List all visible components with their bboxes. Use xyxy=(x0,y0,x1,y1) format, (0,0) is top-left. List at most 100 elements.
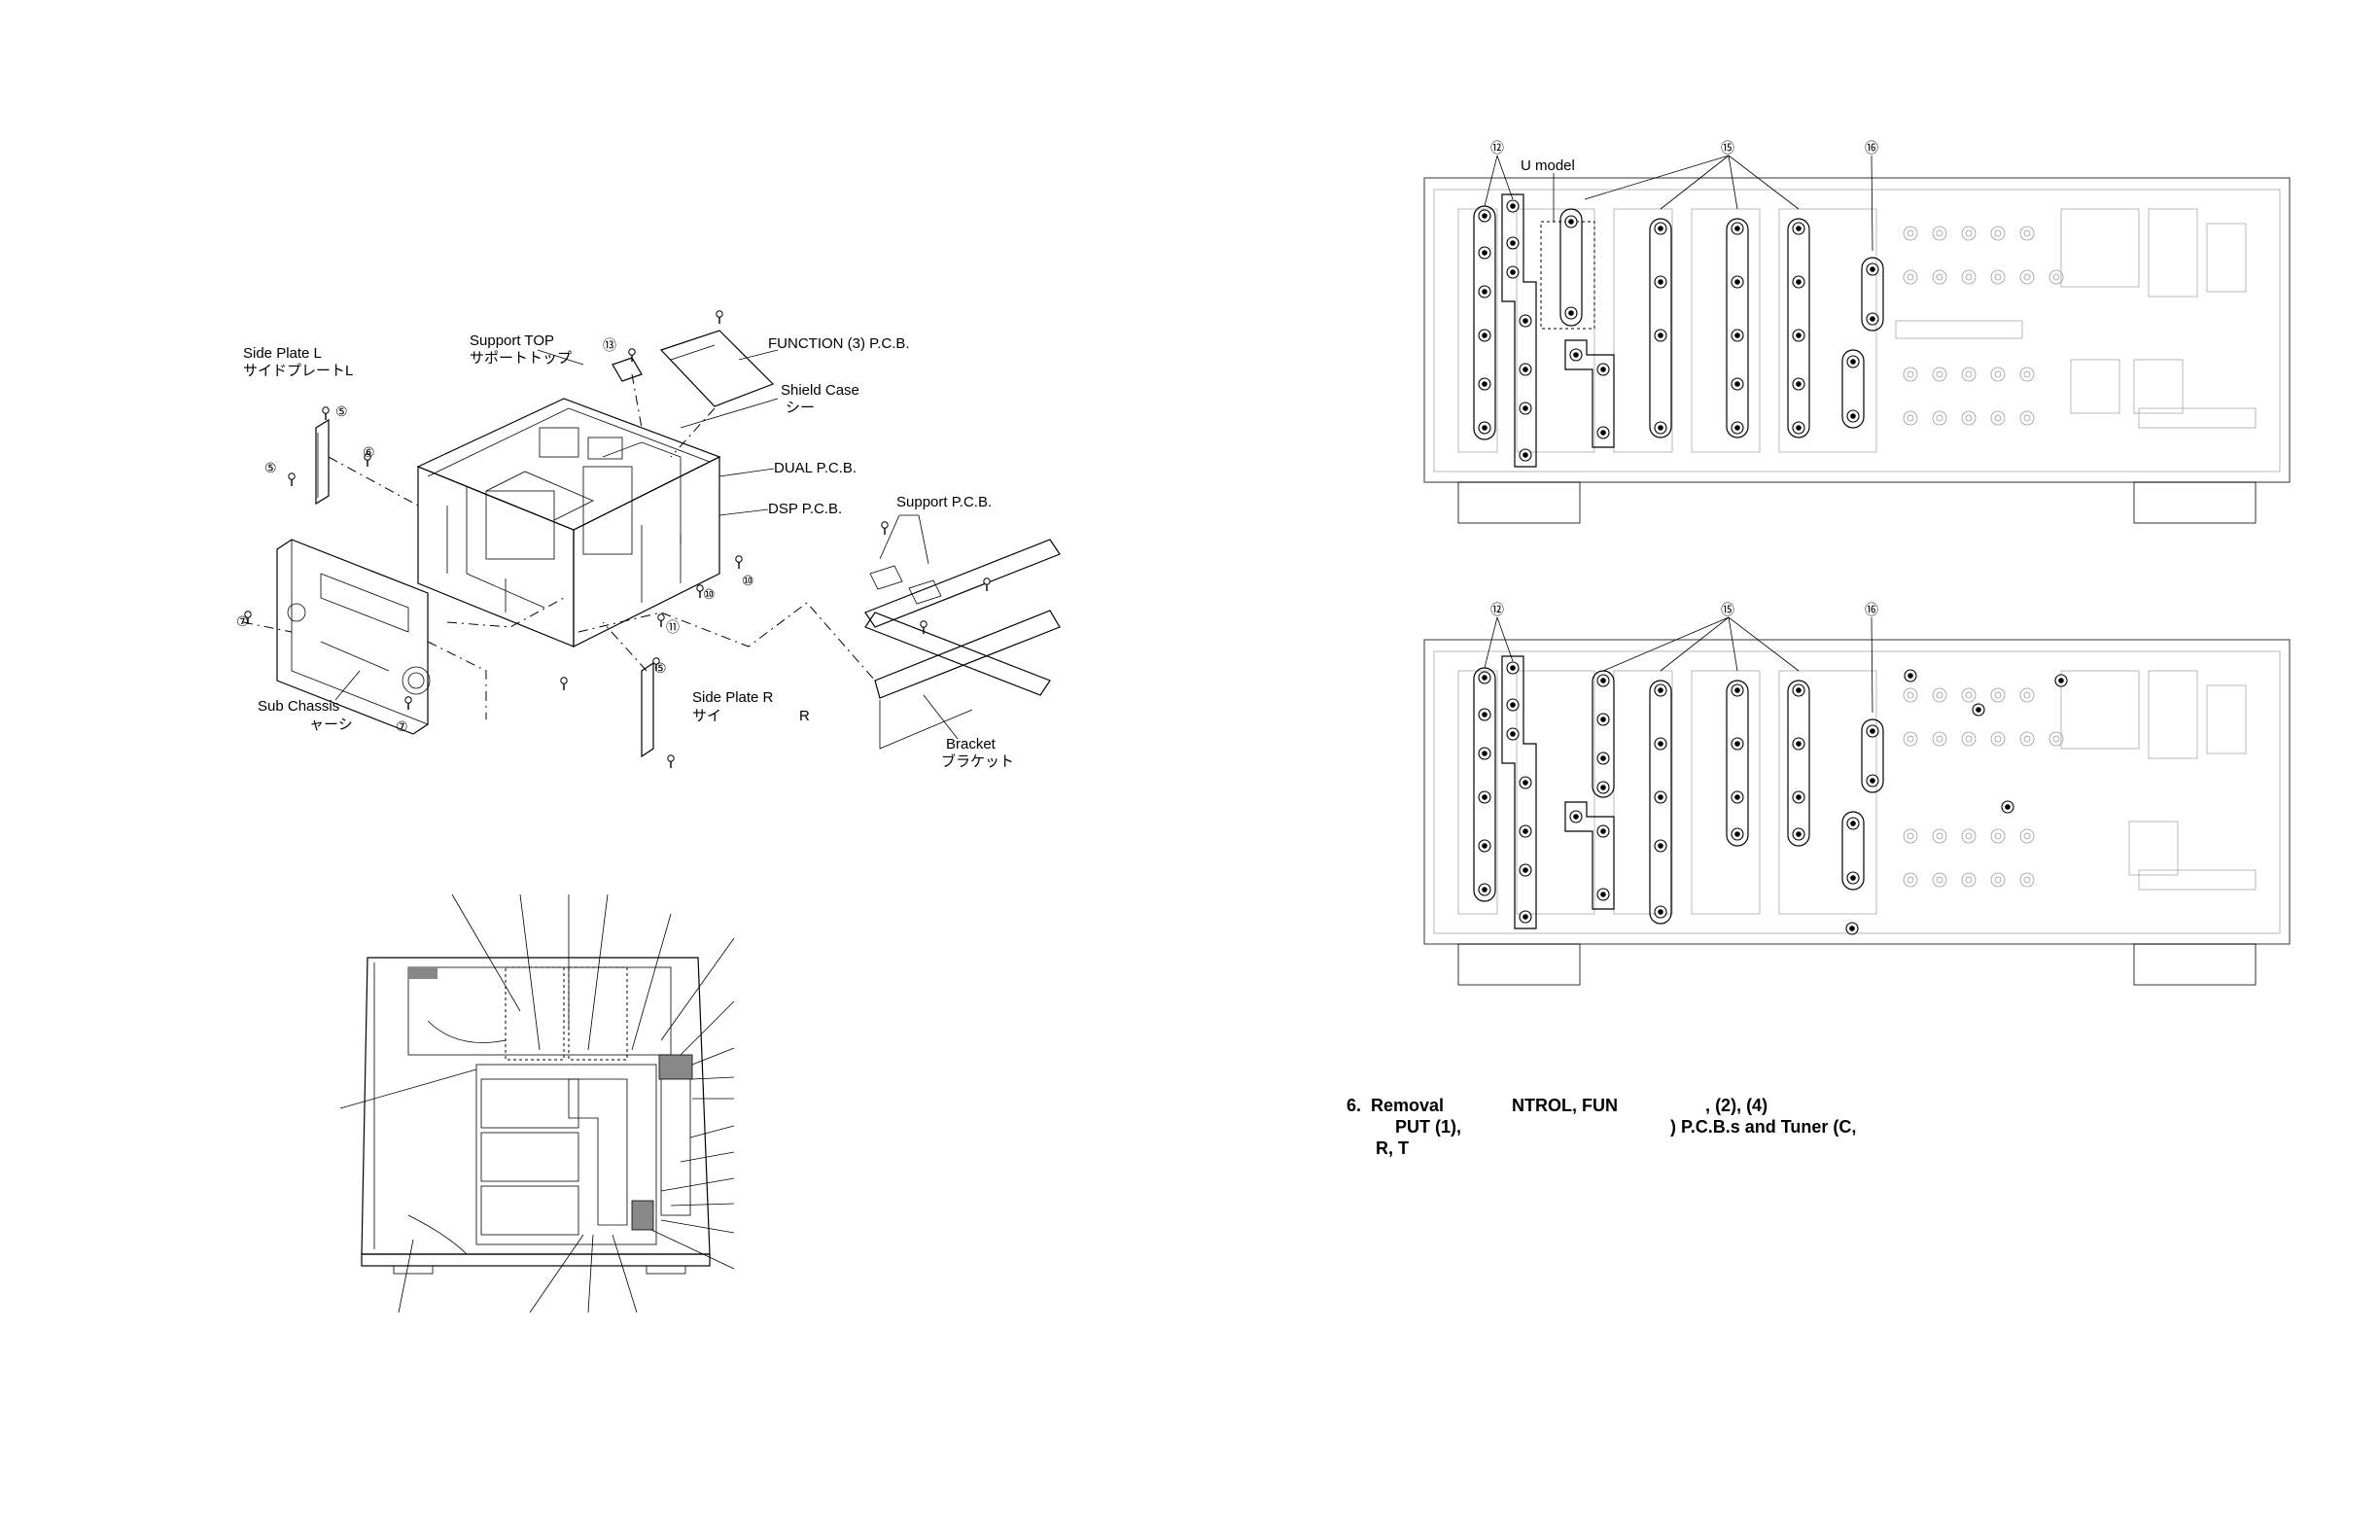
screw-icon xyxy=(288,472,296,487)
screw-hole-icon xyxy=(1519,314,1532,328)
shield-case-jp-label: シー xyxy=(786,400,815,416)
screw-hole-icon xyxy=(2054,674,2068,687)
screw-hole-icon xyxy=(1866,312,1879,326)
screw-hole-icon xyxy=(1506,199,1520,213)
screw-icon xyxy=(983,578,991,592)
screw-hole-icon xyxy=(1596,363,1610,376)
callout-16-top: ⑯ xyxy=(1865,140,1878,156)
screw-hole-icon xyxy=(1904,669,1917,682)
support-top-jp-label: サポートトップ xyxy=(470,350,572,367)
screw-hole-icon xyxy=(1654,790,1667,804)
screw-icon xyxy=(560,677,568,691)
screw-hole-icon xyxy=(1866,774,1879,788)
side-plate-r-jp-label: サイ xyxy=(692,708,721,724)
screw-hole-icon xyxy=(1519,363,1532,376)
screw-hole-icon xyxy=(1846,355,1860,368)
screw-hole-icon xyxy=(1731,737,1744,751)
side-plate-r-suffix-label: R xyxy=(799,708,810,724)
screw-hole-icon xyxy=(1596,824,1610,838)
screw-hole-icon xyxy=(1654,329,1667,342)
screw-hole-icon xyxy=(1846,871,1860,885)
screw-hole-icon xyxy=(1792,790,1805,804)
screw-hole-icon xyxy=(1846,817,1860,830)
screw-hole-icon xyxy=(1478,246,1491,260)
step-line-3: R, T xyxy=(1347,1138,1410,1158)
screw-hole-icon xyxy=(1478,747,1491,760)
callout-15-top: ⑮ xyxy=(1721,140,1734,156)
screw-hole-icon xyxy=(1564,306,1578,320)
screw-hole-icon xyxy=(1654,839,1667,853)
screw-hole-icon xyxy=(1792,683,1805,697)
sub-chassis-label: Sub Chassis xyxy=(258,698,339,715)
screw-hole-icon xyxy=(1654,683,1667,697)
exploded-view: Side Plate L サイドプレートL Support TOP サポートトッ… xyxy=(236,310,1061,770)
screw-hole-icon xyxy=(1846,409,1860,423)
side-plate-l-jp-label: サイドプレートL xyxy=(243,363,353,379)
support-top-label: Support TOP xyxy=(470,332,554,349)
dsp-pcb-label: DSP P.C.B. xyxy=(768,501,842,517)
screw-icon xyxy=(667,754,675,769)
screw-hole-icon xyxy=(1478,329,1491,342)
screw-icon xyxy=(657,613,665,628)
screw-hole-icon xyxy=(1731,377,1744,391)
screw-hole-icon xyxy=(1792,421,1805,435)
bracket-jp-label: ブラケット xyxy=(941,752,1014,770)
screw-hole-icon xyxy=(1972,703,1985,717)
screw-hole-icon xyxy=(1478,708,1491,721)
screw-hole-icon xyxy=(1654,737,1667,751)
screw-hole-icon xyxy=(1792,827,1805,841)
screw-hole-icon xyxy=(1478,883,1491,896)
screw-hole-icon xyxy=(1731,222,1744,235)
screw-hole-icon xyxy=(1478,671,1491,684)
screw-hole-icon xyxy=(1478,421,1491,435)
screw-hole-icon xyxy=(1596,713,1610,726)
bracket-label: Bracket xyxy=(946,736,997,752)
rear-panel-top: ⑫ ⑮ ⑯ U model xyxy=(1423,140,2291,524)
callout-5b: ⑤ xyxy=(264,460,277,475)
screw-icon xyxy=(322,406,330,421)
screw-hole-icon xyxy=(1519,910,1532,924)
screw-hole-icon xyxy=(1792,329,1805,342)
screw-hole-icon xyxy=(1866,262,1879,276)
step-6-heading: 6. Removal NTROL, FUN , (2), (4) PUT (1)… xyxy=(1347,1095,1856,1159)
screw-hole-icon xyxy=(1519,402,1532,415)
screw-hole-icon xyxy=(1596,674,1610,687)
screw-hole-icon xyxy=(1654,905,1667,919)
callout-16-bottom: ⑯ xyxy=(1865,602,1878,617)
screw-hole-icon xyxy=(1654,421,1667,435)
screw-hole-icon xyxy=(1478,377,1491,391)
screw-hole-icon xyxy=(1478,839,1491,853)
callout-10a: ⑩ xyxy=(742,573,754,588)
dual-pcb-label: DUAL P.C.B. xyxy=(774,460,857,476)
callout-7b: ⑦ xyxy=(396,718,408,734)
callout-6: ⑥ xyxy=(363,444,375,460)
screw-hole-icon xyxy=(1654,275,1667,289)
screw-hole-icon xyxy=(1506,727,1520,741)
screw-hole-icon xyxy=(1569,348,1583,362)
step-line-1: 6. Removal NTROL, FUN , (2), (4) xyxy=(1347,1096,1768,1115)
callout-7a: ⑦ xyxy=(236,613,249,629)
sub-chassis-jp-label: ャーシ xyxy=(309,717,353,733)
screw-hole-icon xyxy=(1731,790,1744,804)
screw-hole-icon xyxy=(1519,824,1532,838)
screw-hole-icon xyxy=(1596,781,1610,794)
screw-icon xyxy=(628,348,636,363)
callout-5c: ⑤ xyxy=(654,660,667,676)
callout-10b: ⑩ xyxy=(703,586,716,602)
side-plate-l-part xyxy=(315,418,330,506)
screw-hole-icon xyxy=(1792,737,1805,751)
screw-hole-icon xyxy=(1731,421,1744,435)
screw-hole-icon xyxy=(1731,329,1744,342)
top-internal-view xyxy=(339,893,735,1313)
step-line-2: PUT (1), ) P.C.B.s and Tuner (C, xyxy=(1347,1117,1857,1137)
side-plate-l-label: Side Plate L xyxy=(243,345,322,362)
callout-15-bottom: ⑮ xyxy=(1721,602,1734,617)
screw-icon xyxy=(404,696,412,711)
screw-hole-icon xyxy=(1596,888,1610,901)
shield-case-label: Shield Case xyxy=(781,382,859,399)
screw-hole-icon xyxy=(1792,222,1805,235)
screw-hole-icon xyxy=(1731,683,1744,697)
callout-12-top: ⑫ xyxy=(1490,140,1504,156)
screw-hole-icon xyxy=(2001,800,2014,814)
